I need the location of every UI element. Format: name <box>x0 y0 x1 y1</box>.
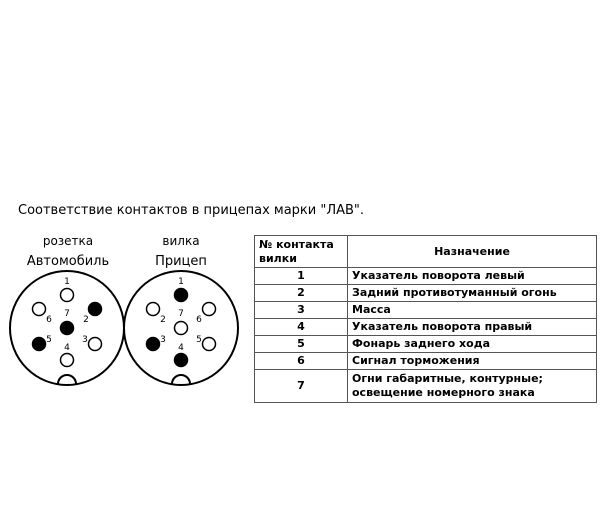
plug-pin-7 <box>173 320 189 336</box>
connector-plug-type-label: вилка <box>162 234 199 248</box>
pin-assignment-table: № контакта вилки Назначение 1 Указатель … <box>254 235 597 403</box>
plug-pin-1-label: 1 <box>178 277 184 287</box>
socket-pin-6-label: 6 <box>46 315 52 325</box>
table-row: 2 Задний противотуманный огонь <box>254 284 597 302</box>
pin-number-cell: 7 <box>254 369 348 403</box>
plug-pin-4 <box>173 352 189 368</box>
connector-plug-key-notch <box>171 374 191 385</box>
pin-purpose-cell: Огни габаритные, контурные; освещение но… <box>347 369 597 403</box>
connector-socket-type-label: розетка <box>43 234 93 248</box>
socket-pin-1-label: 1 <box>64 277 70 287</box>
socket-pin-4-label: 4 <box>64 343 70 353</box>
connector-plug-body <box>123 270 239 386</box>
pin-number-cell: 5 <box>254 335 348 353</box>
socket-pin-5 <box>31 336 47 352</box>
pin-number-cell: 1 <box>254 267 348 285</box>
pin-number-cell: 6 <box>254 352 348 370</box>
table-row: 7 Огни габаритные, контурные; освещение … <box>254 369 597 403</box>
pin-purpose-cell: Масса <box>347 301 597 319</box>
socket-pin-1 <box>59 287 75 303</box>
header-purpose: Назначение <box>347 235 597 268</box>
plug-pin-5 <box>201 336 217 352</box>
plug-pin-7-label: 7 <box>178 309 184 319</box>
connector-diagrams: розетка Автомобиль 1 2 3 4 5 6 7 вилка П… <box>0 228 250 398</box>
table-row: 4 Указатель поворота правый <box>254 318 597 336</box>
plug-pin-5-label: 5 <box>196 335 202 345</box>
connector-plug: вилка Прицеп 1 2 3 4 5 6 7 <box>123 234 239 386</box>
plug-pin-3-label: 3 <box>160 335 166 345</box>
plug-pin-6 <box>201 301 217 317</box>
socket-pin-2-label: 2 <box>83 315 89 325</box>
connector-socket: розетка Автомобиль 1 2 3 4 5 6 7 <box>9 234 125 386</box>
plug-pin-2-label: 2 <box>160 315 166 325</box>
table-row: 1 Указатель поворота левый <box>254 267 597 285</box>
page-title: Соответствие контактов в прицепах марки … <box>18 203 365 218</box>
plug-pin-3 <box>145 336 161 352</box>
plug-pin-4-label: 4 <box>178 343 184 353</box>
pin-number-cell: 2 <box>254 284 348 302</box>
table-row: 5 Фонарь заднего хода <box>254 335 597 353</box>
connector-socket-key-notch <box>57 374 77 385</box>
connector-plug-name: Прицеп <box>155 254 207 269</box>
header-pin-number: № контакта вилки <box>254 235 348 268</box>
pin-number-cell: 3 <box>254 301 348 319</box>
socket-pin-4 <box>59 352 75 368</box>
socket-pin-2 <box>87 301 103 317</box>
table-row: 6 Сигнал торможения <box>254 352 597 370</box>
connector-socket-name: Автомобиль <box>27 254 109 269</box>
socket-pin-7 <box>59 320 75 336</box>
pin-purpose-cell: Задний противотуманный огонь <box>347 284 597 302</box>
socket-pin-3 <box>87 336 103 352</box>
pin-number-cell: 4 <box>254 318 348 336</box>
plug-pin-6-label: 6 <box>196 315 202 325</box>
table-header-row: № контакта вилки Назначение <box>254 235 597 268</box>
socket-pin-5-label: 5 <box>46 335 52 345</box>
socket-pin-3-label: 3 <box>82 335 88 345</box>
plug-pin-1 <box>173 287 189 303</box>
table-row: 3 Масса <box>254 301 597 319</box>
plug-pin-2 <box>145 301 161 317</box>
pin-purpose-cell: Фонарь заднего хода <box>347 335 597 353</box>
socket-pin-7-label: 7 <box>64 309 70 319</box>
socket-pin-6 <box>31 301 47 317</box>
pin-purpose-cell: Указатель поворота правый <box>347 318 597 336</box>
pin-purpose-cell: Указатель поворота левый <box>347 267 597 285</box>
connector-diagrams-svg: розетка Автомобиль 1 2 3 4 5 6 7 вилка П… <box>9 234 239 386</box>
pin-purpose-cell: Сигнал торможения <box>347 352 597 370</box>
